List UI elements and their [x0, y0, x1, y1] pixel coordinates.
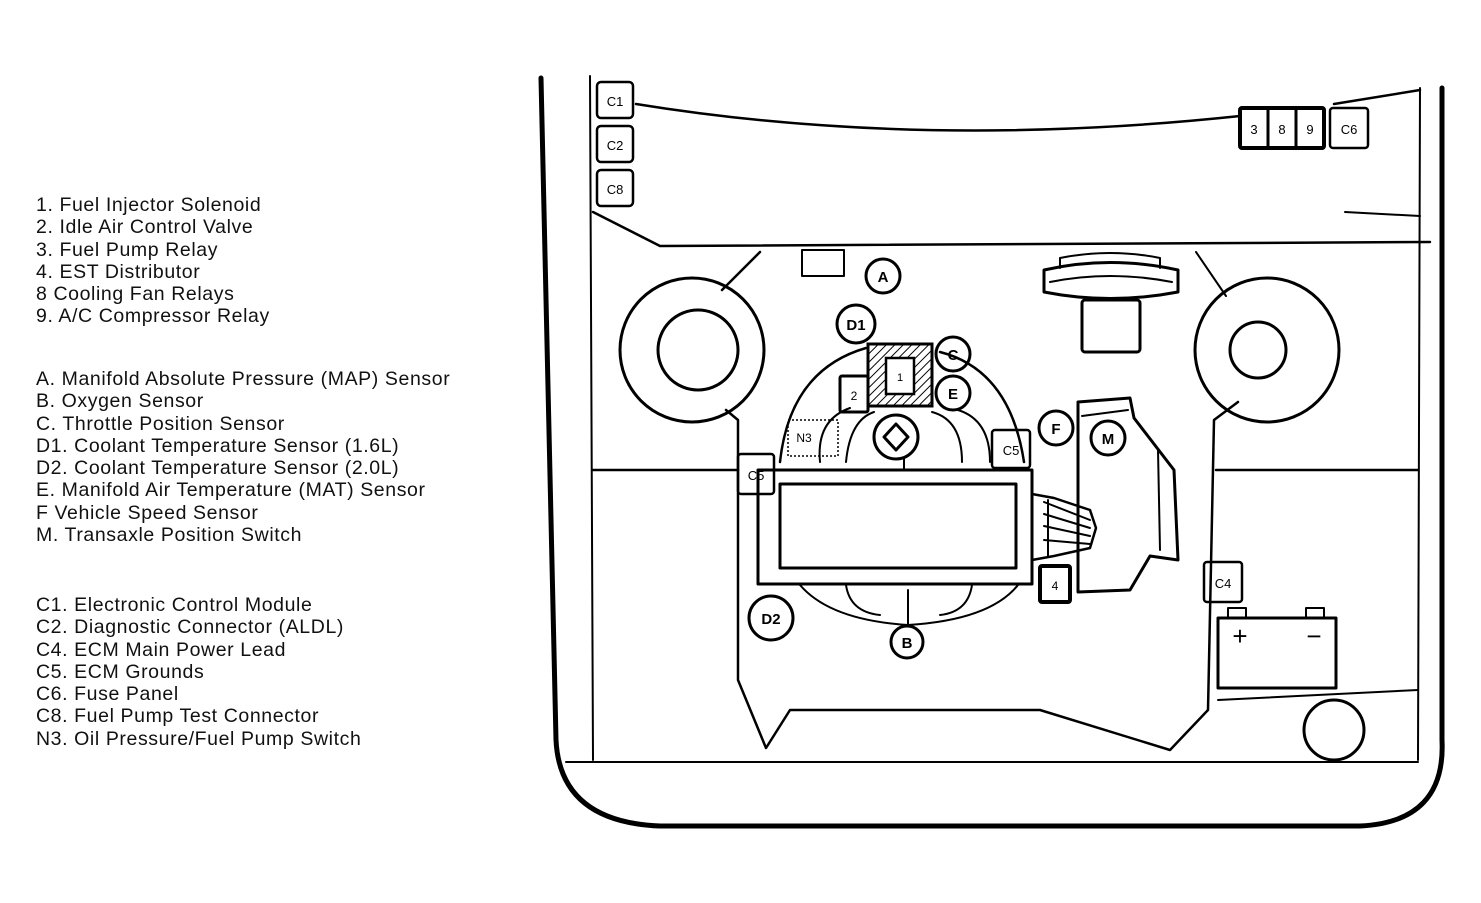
svg-text:9: 9: [1306, 122, 1313, 137]
cowl-panel-right-line: [1332, 88, 1422, 106]
svg-text:A: A: [878, 269, 889, 286]
sensor-marker-d2: D2: [747, 594, 795, 642]
legend-sensors: A. Manifold Absolute Pressure (MAP) Sens…: [36, 368, 450, 546]
connector-c5-right: C5: [990, 428, 1032, 470]
intake-manifold: [778, 346, 1026, 464]
svg-text:C5: C5: [748, 468, 765, 483]
svg-text:C1: C1: [607, 94, 624, 109]
legend-item: C8. Fuel Pump Test Connector: [36, 705, 320, 728]
svg-text:C6: C6: [1341, 122, 1358, 137]
connector-c5-left: C5: [736, 452, 776, 496]
air-cleaner: [1042, 252, 1180, 354]
sensor-marker-f: F: [1037, 409, 1075, 447]
washer-reservoir: [1302, 698, 1366, 762]
svg-text:B: B: [902, 635, 913, 652]
legend-item: C5. ECM Grounds: [36, 660, 205, 683]
legend-item: B. Oxygen Sensor: [36, 390, 204, 413]
connector-c4: C4: [1202, 560, 1244, 604]
svg-text:8: 8: [1278, 122, 1285, 137]
idle-air-control-valve: 2: [838, 374, 870, 414]
legend-item: A. Manifold Absolute Pressure (MAP) Sens…: [36, 368, 451, 390]
legend-item: C1. Electronic Control Module: [36, 594, 313, 616]
svg-text:C8: C8: [607, 182, 624, 197]
svg-text:M: M: [1102, 431, 1115, 448]
sensor-marker-m: M: [1089, 419, 1127, 457]
right-strut-tower: [1193, 276, 1341, 424]
svg-text:N3: N3: [796, 431, 812, 445]
sensor-marker-c: C: [934, 335, 972, 373]
svg-text:C2: C2: [607, 138, 624, 153]
map-sensor-block: [801, 249, 845, 277]
manifold-runners: [818, 407, 991, 463]
battery-negative-terminal: −: [1306, 621, 1321, 651]
legend-item: F Vehicle Speed Sensor: [36, 501, 259, 524]
svg-text:C: C: [948, 347, 959, 364]
right-rail-top: [1195, 251, 1227, 297]
legend-item: 2. Idle Air Control Valve: [36, 216, 254, 239]
relay-block: 3 8 9: [1238, 106, 1326, 150]
legend-item: 3. Fuel Pump Relay: [36, 238, 219, 261]
battery: + −: [1216, 607, 1338, 690]
legend-item: E. Manifold Air Temperature (MAT) Sensor: [36, 479, 426, 502]
battery-positive-terminal: +: [1232, 621, 1247, 651]
svg-text:E: E: [948, 386, 958, 403]
legend-item: C6. Fuse Panel: [36, 683, 179, 706]
sensor-marker-a: A: [864, 257, 902, 295]
transaxle: [1030, 396, 1180, 594]
svg-text:2: 2: [851, 389, 858, 403]
legend-item: C2. Diagnostic Connector (ALDL): [36, 616, 344, 639]
svg-text:C5: C5: [1003, 443, 1020, 458]
firewall-line: [591, 210, 1432, 248]
right-rail-bottom: [1217, 689, 1419, 701]
compartment-outline: [538, 75, 1445, 829]
svg-text:1: 1: [897, 372, 903, 384]
compartment-right-inner-wall: [1417, 87, 1421, 761]
legend-item: M. Transaxle Position Switch: [36, 524, 303, 547]
legend-item: N3. Oil Pressure/Fuel Pump Switch: [36, 727, 362, 750]
svg-text:3: 3: [1250, 122, 1257, 137]
manifold-lower: [799, 584, 1019, 626]
oil-pressure-switch-n3: N3: [787, 419, 839, 457]
legend-item: 8 Cooling Fan Relays: [36, 283, 235, 306]
legend-item: 1. Fuel Injector Solenoid: [36, 194, 262, 216]
compartment-left-inner-wall: [589, 75, 594, 761]
legend-item: D1. Coolant Temperature Sensor (1.6L): [36, 434, 400, 457]
legend-components: 1. Fuel Injector Solenoid 2. Idle Air Co…: [36, 194, 270, 328]
svg-text:D1: D1: [846, 317, 865, 334]
left-frame-rail: [720, 250, 1240, 752]
connector-c8: C8: [595, 168, 635, 208]
svg-text:F: F: [1051, 421, 1060, 438]
sensor-marker-e: E: [934, 374, 972, 412]
legend-item: C4. ECM Main Power Lead: [36, 638, 287, 661]
firewall-bracket-right: [1344, 211, 1421, 217]
left-strut-tower: [618, 276, 766, 424]
legend-panel: 1. Fuel Injector Solenoid 2. Idle Air Co…: [0, 0, 520, 903]
est-distributor: 4: [1038, 564, 1072, 604]
valve-cover: [756, 468, 1034, 586]
connector-c2: C2: [595, 124, 635, 164]
legend-item: D2. Coolant Temperature Sensor (2.0L): [36, 457, 400, 480]
svg-text:C4: C4: [1215, 576, 1232, 591]
connector-c6: C6: [1328, 106, 1370, 150]
legend-item: 4. EST Distributor: [36, 260, 201, 283]
legend-item: 9. A/C Compressor Relay: [36, 305, 270, 328]
sensor-marker-d1: D1: [835, 303, 877, 345]
svg-text:D2: D2: [761, 611, 780, 628]
sensor-marker-b: B: [889, 624, 925, 660]
cowl-panel-line: [634, 102, 1242, 132]
legend-item: C. Throttle Position Sensor: [36, 412, 285, 435]
throttle-body: [872, 413, 920, 471]
legend-connectors: C1. Electronic Control Module C2. Diagno…: [36, 594, 361, 750]
svg-text:4: 4: [1052, 579, 1059, 593]
fuel-injector-solenoid: 1: [866, 342, 934, 408]
connector-c1: C1: [595, 80, 635, 120]
